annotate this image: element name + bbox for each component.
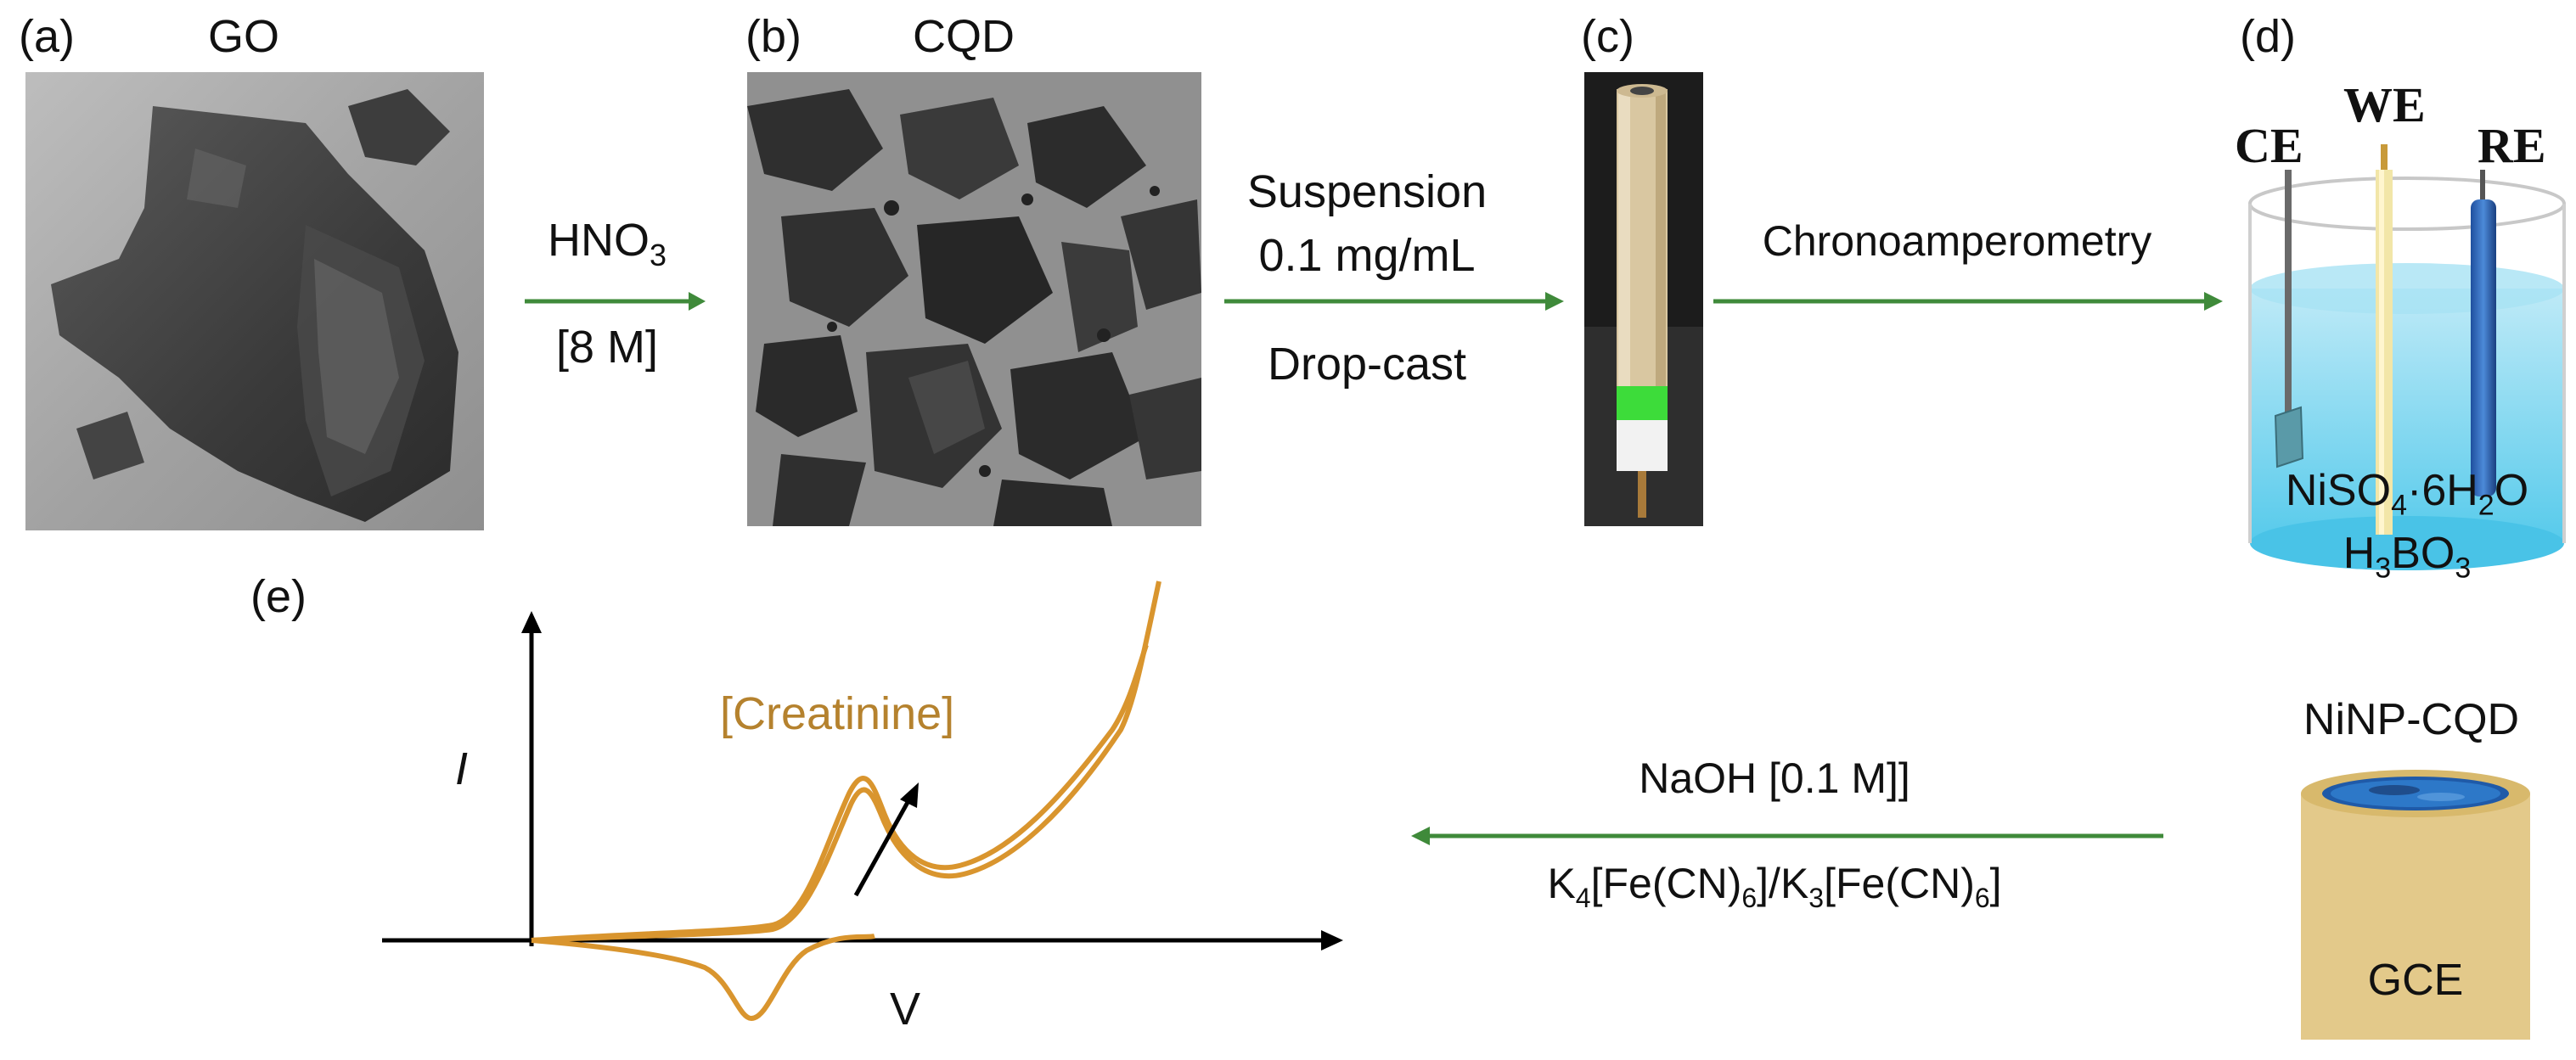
step4-probe-b-sub: 6: [1741, 883, 1758, 913]
electrolyte-line1-b: ·6H: [2407, 466, 2478, 515]
electrolyte-line2-sub1: 3: [2375, 552, 2392, 585]
x-axis-arrowhead: [1321, 930, 1343, 951]
cv-curve-reverse: [531, 934, 875, 1022]
electrolyte-line1-sub2: 2: [2478, 489, 2494, 522]
step4-probe-e: ]: [1989, 860, 2002, 907]
electrode-body-label: GCE: [2367, 956, 2464, 1005]
panel-c-letter: (c): [1581, 11, 1634, 62]
electrochemical-cell: [2241, 76, 2573, 603]
panel-d-letter: (d): [2240, 11, 2296, 62]
electrolyte-line2-sub2: 3: [2455, 552, 2472, 585]
graphene-oxide-photo: [25, 72, 484, 530]
step3-method: Chronoamperometry: [1762, 217, 2152, 265]
y-axis-label: I: [455, 743, 469, 794]
carbon-quantum-dot-photo: [747, 72, 1201, 526]
step4-probe-b: [Fe(CN): [1590, 860, 1742, 907]
creatinine-annotation: [Creatinine]: [720, 688, 955, 739]
y-axis-arrowhead: [521, 611, 542, 633]
step2-method: Drop-cast: [1267, 339, 1467, 390]
step3-arrow: [1713, 292, 2223, 311]
electrolyte-line2: H3BO3: [2250, 528, 2564, 585]
step2-arrow: [1224, 292, 1564, 311]
panel-b-title: CQD: [913, 11, 1015, 62]
x-axis-label: V: [890, 984, 921, 1035]
cv-curve-forward-2: [531, 580, 1161, 943]
step2-concentration: 0.1 mg/mL: [1258, 230, 1476, 281]
panel-e-letter: (e): [250, 571, 307, 622]
panel-a-title: GO: [208, 11, 280, 62]
electrolyte-line2-b: BO: [2391, 529, 2455, 578]
step4-probe-d: [Fe(CN): [1824, 860, 1975, 907]
step4-probe-c-sub: 3: [1808, 883, 1825, 913]
trend-arrow-head: [900, 782, 919, 808]
voltammogram-chart: [382, 580, 1343, 1022]
panel-b-letter: (b): [745, 11, 801, 62]
step4-probe-a: K: [1547, 860, 1576, 907]
step4-arrow: [1411, 827, 2163, 845]
electrolyte-line1-c: O: [2494, 466, 2529, 515]
step4-electrolyte: NaOH [0.1 M]]: [1639, 754, 1910, 802]
modified-electrode-title: NiNP-CQD: [2303, 695, 2520, 744]
step1-reagent-main: HNO: [547, 215, 650, 266]
electrolyte-line2-a: H: [2343, 529, 2376, 578]
step1-reagent: HNO3: [509, 214, 705, 273]
counter-electrode-label: CE: [2235, 118, 2303, 173]
modified-electrode-drawing: [2292, 768, 2539, 1048]
step1-concentration: [8 M]: [555, 322, 659, 373]
trend-arrow-line: [853, 796, 913, 897]
step1-arrow: [525, 292, 706, 311]
reference-electrode-label: RE: [2478, 118, 2546, 173]
step4-probe-c: ]/K: [1757, 860, 1809, 907]
electrolyte-line1: NiSO4·6H2O: [2250, 465, 2564, 522]
step4-probe-d-sub: 6: [1974, 883, 1990, 913]
working-electrode-label: WE: [2343, 77, 2426, 132]
electrolyte-line1-sub1: 4: [2391, 489, 2407, 522]
step1-reagent-sub: 3: [649, 237, 667, 272]
glassy-carbon-electrode-photo: [1584, 72, 1703, 526]
panel-a-letter: (a): [19, 11, 75, 62]
cv-curve-forward: [531, 644, 1149, 943]
step4-probe-a-sub: 4: [1575, 883, 1591, 913]
step4-redox-probe: K4[Fe(CN)6]/K3[Fe(CN)6]: [1418, 859, 2131, 914]
step2-suspension: Suspension: [1246, 166, 1488, 217]
electrolyte-line1-a: NiSO: [2285, 466, 2392, 515]
